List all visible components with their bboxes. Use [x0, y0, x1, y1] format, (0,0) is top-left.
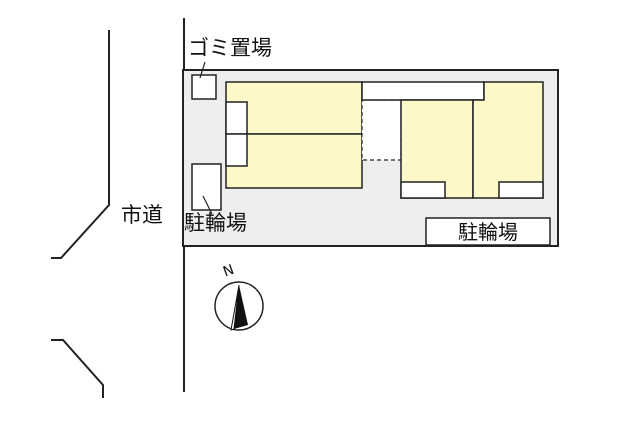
balcony-right-b [498, 181, 544, 199]
garbage-area-box [191, 74, 217, 100]
open-corridor-dashed [361, 99, 402, 161]
svg-text:N: N [221, 262, 236, 281]
road-label: 市道 [121, 203, 163, 227]
building-left-lower-unit [225, 133, 363, 189]
building-right-right-unit [472, 81, 544, 199]
road-lines [51, 18, 185, 398]
bicycle-parking-right-label: 駐輪場 [458, 219, 518, 244]
north-compass-icon: N [214, 262, 264, 331]
bicycle-leader-line [202, 195, 213, 215]
road-edge-lower [51, 339, 104, 398]
balcony-right-a [400, 181, 446, 199]
balcony-left-lower [225, 133, 248, 167]
building-left [225, 81, 363, 189]
balcony-left-upper [225, 101, 248, 135]
road-edge-upper [51, 30, 110, 259]
top-walkway [361, 81, 485, 101]
bicycle-parking-left-label: 駐輪場 [184, 211, 247, 235]
bicycle-parking-right-box [425, 217, 551, 246]
north-marker-label: N [221, 262, 236, 281]
building-left-upper-unit [225, 81, 363, 135]
garbage-area-label: ゴミ置場 [188, 36, 272, 60]
building-right [400, 81, 544, 199]
garbage-leader-line [199, 61, 206, 79]
